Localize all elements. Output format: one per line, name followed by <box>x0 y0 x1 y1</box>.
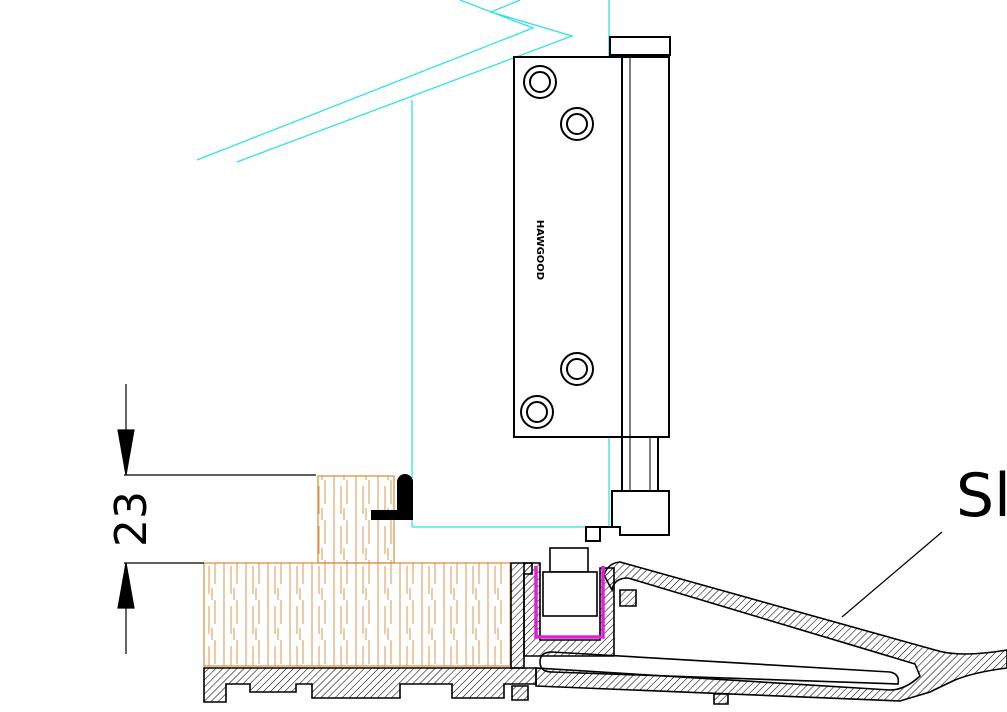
threshold-lip <box>619 589 637 607</box>
screw-icon <box>520 395 554 429</box>
threshold-ramp <box>535 561 1007 702</box>
channel-seal <box>534 566 605 639</box>
hinge-pin <box>621 436 659 492</box>
glazing-clip <box>371 474 413 520</box>
dimension-arrow-down <box>117 429 135 476</box>
callout-leader-line <box>841 531 943 618</box>
threshold-profile <box>203 561 1007 705</box>
hinge-brand-mark: HAWGOOD <box>534 220 545 280</box>
glass-break-line-outer <box>196 0 535 161</box>
threshold-foot <box>511 685 529 701</box>
hinge-leaf <box>513 56 623 438</box>
callout-label: Sl <box>956 461 1007 531</box>
wood-block-lower <box>203 562 512 667</box>
threshold-base-rail <box>203 667 537 703</box>
threshold-hollow <box>539 651 900 685</box>
wood-floor <box>203 475 512 667</box>
glass-break-line-inner <box>236 0 575 163</box>
hinge-bottom-bracket <box>585 490 670 542</box>
dimension-value: 23 <box>106 491 157 547</box>
hinge-top-cap <box>609 36 671 56</box>
screw-icon <box>560 352 594 386</box>
pivot-shoe <box>542 547 598 617</box>
screw-icon <box>560 107 594 141</box>
screw-icon <box>523 65 557 99</box>
dimension-height <box>117 384 316 654</box>
threshold-foot <box>713 693 729 705</box>
hinge-assembly <box>513 36 671 542</box>
hinge-barrel <box>621 56 670 438</box>
dimension-arrow-up <box>117 562 135 609</box>
